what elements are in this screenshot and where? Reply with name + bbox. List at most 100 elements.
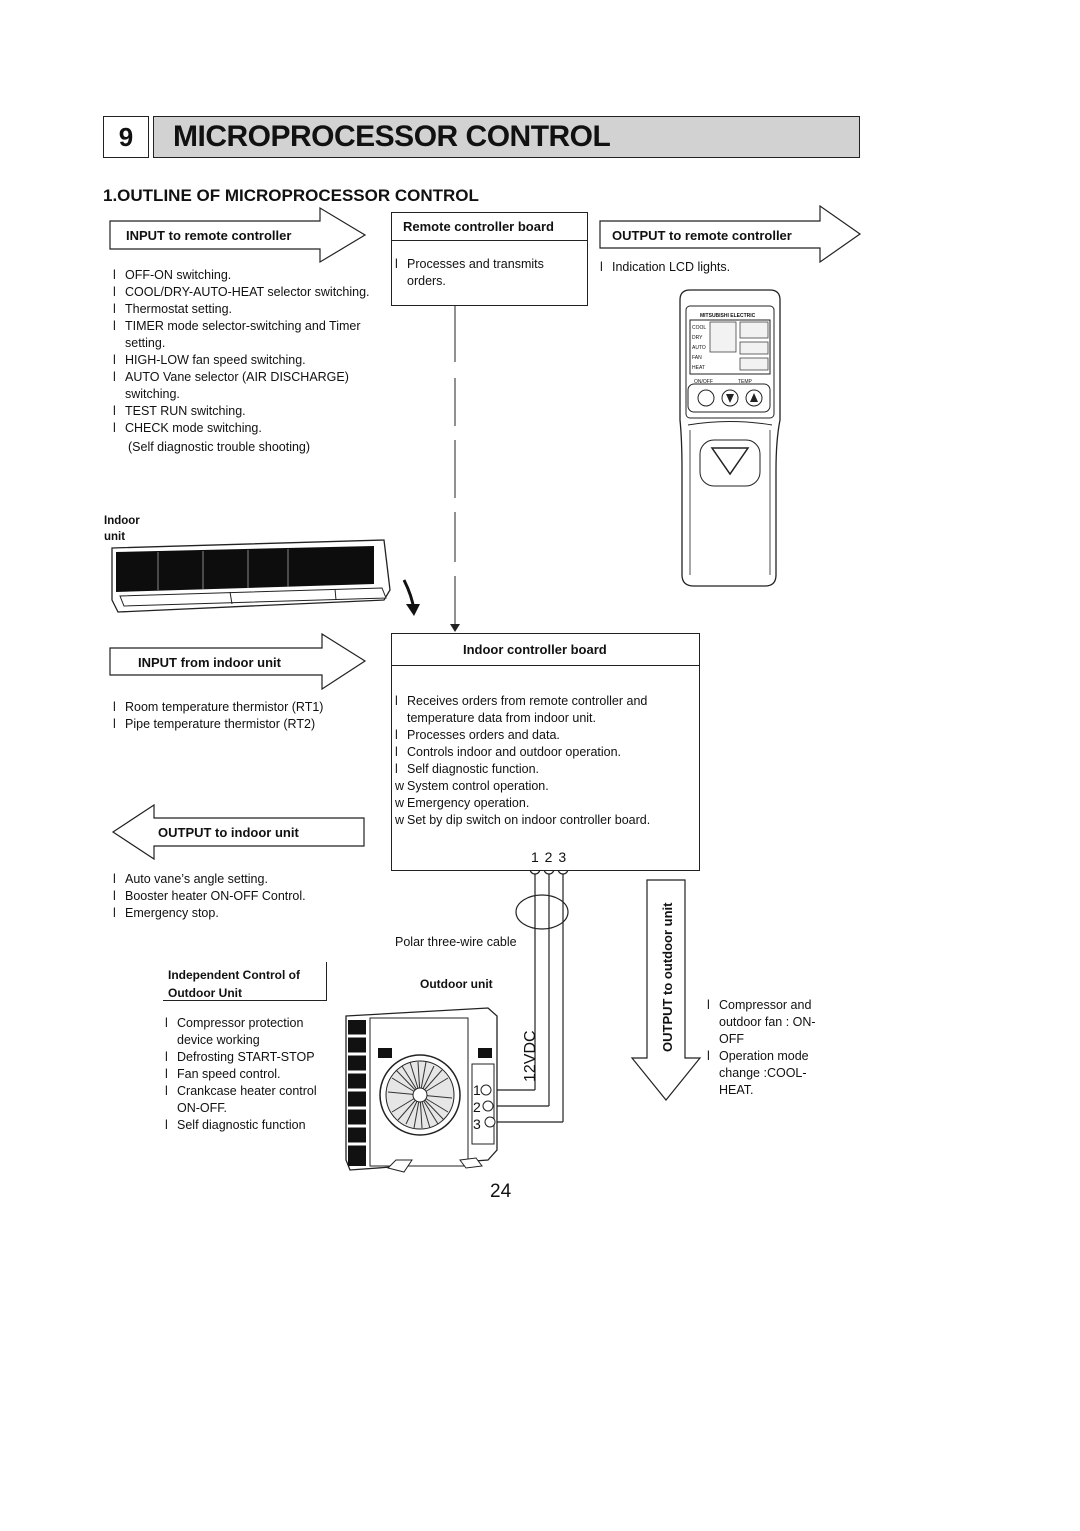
- bullet: l: [113, 421, 116, 435]
- item-text: System control operation.: [407, 779, 549, 793]
- bullet: l: [395, 728, 398, 742]
- bullet: l: [165, 1016, 168, 1030]
- item-text: Booster heater ON-OFF Control.: [125, 889, 306, 903]
- bullet: l: [113, 906, 116, 920]
- bullet: l: [165, 1067, 168, 1081]
- item-text: OFF-ON switching.: [125, 268, 232, 282]
- bullet: l: [165, 1084, 168, 1098]
- list-item: l Defrosting START-STOP: [165, 1049, 335, 1066]
- bullet: l: [113, 353, 116, 367]
- bullet: l: [113, 268, 116, 282]
- item-text: CHECK mode switching.: [125, 421, 262, 435]
- bullet: l: [395, 762, 398, 776]
- bullet: w: [395, 796, 405, 810]
- input-indoor-arrow: [109, 632, 367, 691]
- item-text: TEST RUN switching.: [125, 404, 246, 418]
- output-indoor-label: OUTPUT to indoor unit: [158, 825, 299, 840]
- input-remote-note: (Self diagnostic trouble shooting): [128, 440, 311, 454]
- bullet: l: [113, 370, 116, 384]
- bullet: l: [165, 1118, 168, 1132]
- indoor-board-label: Indoor controller board: [463, 642, 607, 657]
- indoor-board-box: [391, 633, 700, 871]
- list-item: l CHECK mode switching.: [113, 420, 398, 437]
- output-outdoor-label: OUTPUT to outdoor unit: [660, 902, 675, 1052]
- item-text: Fan speed control.: [177, 1067, 281, 1081]
- bullet: l: [113, 717, 116, 731]
- item-text: Emergency stop.: [125, 906, 219, 920]
- input-indoor-label: INPUT from indoor unit: [138, 655, 281, 670]
- remote-mode-heat: HEAT: [692, 365, 705, 371]
- output-remote-arrow: [599, 204, 862, 264]
- output-remote-label: OUTPUT to remote controller: [612, 228, 792, 243]
- bullet: l: [113, 404, 116, 418]
- remote-temp-label: TEMP: [738, 379, 753, 385]
- item-text: Self diagnostic function.: [407, 762, 540, 776]
- section-title: MICROPROCESSOR CONTROL: [173, 120, 611, 153]
- outdoor-unit-label: Outdoor unit: [420, 977, 493, 991]
- item-text: Set by dip switch on indoor controller b…: [407, 813, 651, 827]
- list-item: l HIGH-LOW fan speed switching.: [113, 352, 398, 369]
- bullet: l: [113, 319, 116, 333]
- outdoor-terminal-2: 2: [473, 1099, 481, 1115]
- indoor-unit-drawing: [111, 539, 391, 613]
- list-item: l Processes orders and data.: [395, 727, 697, 744]
- item-text: Crankcase heater control ON-OFF.: [177, 1084, 317, 1115]
- bullet: l: [165, 1050, 168, 1064]
- outdoor-terminal-3: 3: [473, 1116, 481, 1132]
- indoor-unit-label: Indoor unit: [104, 515, 140, 543]
- list-item: l OFF-ON switching.: [113, 267, 398, 284]
- item-text: Indication LCD lights.: [612, 260, 731, 274]
- list-item: l Self diagnostic function.: [395, 761, 697, 778]
- bullet: l: [395, 745, 398, 759]
- item-text: Receives orders from remote controller a…: [407, 694, 648, 725]
- bullet: l: [113, 700, 116, 714]
- bullet: l: [113, 285, 116, 299]
- independent-label: Independent Control of Outdoor Unit: [168, 968, 300, 1000]
- cable-label: Polar three-wire cable: [395, 935, 517, 949]
- item-text: Self diagnostic function: [177, 1118, 306, 1132]
- voltage-label: 12VDC: [522, 1030, 539, 1082]
- item-text: Defrosting START-STOP: [177, 1050, 315, 1064]
- bullet: l: [113, 872, 116, 886]
- indoor-board-list: l Receives orders from remote controller …: [395, 693, 697, 829]
- bullet: l: [707, 998, 710, 1012]
- item-text: Processes and transmits orders.: [407, 257, 544, 288]
- item-text: COOL/DRY-AUTO-HEAT selector switching.: [125, 285, 370, 299]
- list-item: l Fan speed control.: [165, 1066, 335, 1083]
- remote-mode-dry: DRY: [692, 335, 703, 341]
- remote-board-box: [391, 212, 588, 306]
- item-text: HIGH-LOW fan speed switching.: [125, 353, 306, 367]
- output-indoor-arrow: [111, 803, 365, 861]
- item-text: Thermostat setting.: [125, 302, 232, 316]
- item-text: Processes orders and data.: [407, 728, 560, 742]
- list-item: l Booster heater ON-OFF Control.: [113, 888, 373, 905]
- bullet: l: [707, 1049, 710, 1063]
- list-item: l Crankcase heater control ON-OFF.: [165, 1083, 335, 1117]
- item-text: Compressor and outdoor fan : ON-OFF: [719, 998, 816, 1046]
- section-title-bar: [153, 116, 860, 158]
- bullet: l: [113, 889, 116, 903]
- remote-brand: MITSUBISHI ELECTRIC: [700, 313, 756, 319]
- bullet: w: [395, 779, 405, 793]
- remote-controller-drawing: [679, 289, 781, 587]
- output-outdoor-arrow: [630, 879, 702, 1101]
- list-item: l Emergency stop.: [113, 905, 373, 922]
- item-text: Pipe temperature thermistor (RT2): [125, 717, 316, 731]
